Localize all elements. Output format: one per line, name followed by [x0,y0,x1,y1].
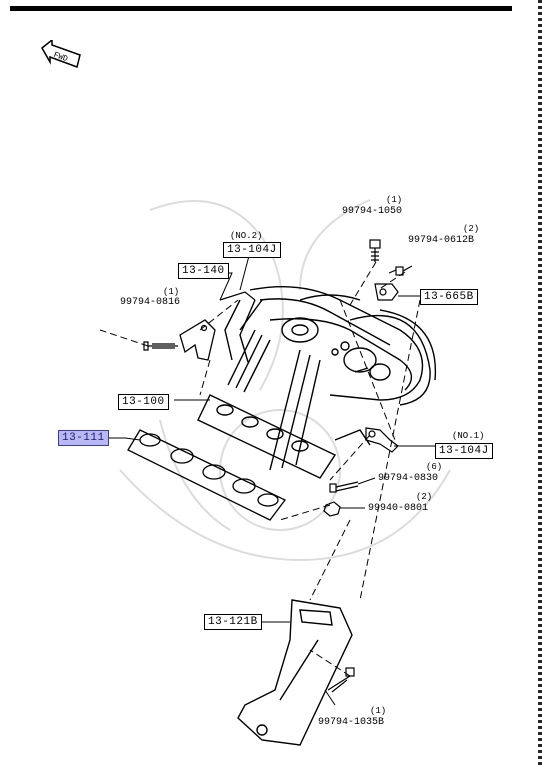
bolt-0816 [143,341,178,351]
manifold-gasket [127,429,286,521]
sensor-13-665b [374,283,399,301]
fastener-qty-0612b: (2) [463,224,480,234]
bolt-1050 [369,239,381,262]
bolt-1035b [327,667,355,693]
fastener-code-0816[interactable]: 99794-0816 [120,297,181,308]
fastener-code-0801[interactable]: 99940-0801 [368,503,429,514]
part-box-13-121b[interactable]: 13-121B [204,614,262,630]
forward-arrow-icon: FWD [41,40,81,68]
part-note-13-104j-no1: (NO.1) [452,431,485,441]
page-edge [538,0,542,768]
part-box-13-140[interactable]: 13-140 [178,263,229,279]
fastener-code-0612b[interactable]: 99794-0612B [408,235,475,246]
fastener-qty-0816: (1) [163,287,180,297]
part-note-13-104j-no2: (NO.2) [230,231,263,241]
part-box-13-104j-no2[interactable]: 13-104J [223,242,281,258]
fitting-no1 [365,427,399,453]
support-bracket [237,599,353,746]
part-box-13-100[interactable]: 13-100 [118,394,169,410]
bracket-13-140 [179,319,216,361]
fastener-code-1035b[interactable]: 99794-1035B [318,717,385,728]
intake-manifold [197,286,437,479]
bolt-0830 [329,481,359,493]
fastener-qty-0801: (2) [416,492,433,502]
fastener-code-1050[interactable]: 99794-1050 [342,206,403,217]
fastener-qty-0830: (6) [426,462,443,472]
fastener-qty-1050: (1) [386,195,403,205]
fastener-code-0830[interactable]: 99794-0830 [378,473,439,484]
top-border-rule [10,6,512,11]
part-box-13-111[interactable]: 13-111 [58,430,109,446]
part-box-13-104j-no1[interactable]: 13-104J [435,443,493,459]
bolt-0612b [388,265,413,276]
fastener-qty-1035b: (1) [370,706,387,716]
part-box-13-665b[interactable]: 13-665B [420,289,478,305]
nut-0801 [323,501,341,517]
